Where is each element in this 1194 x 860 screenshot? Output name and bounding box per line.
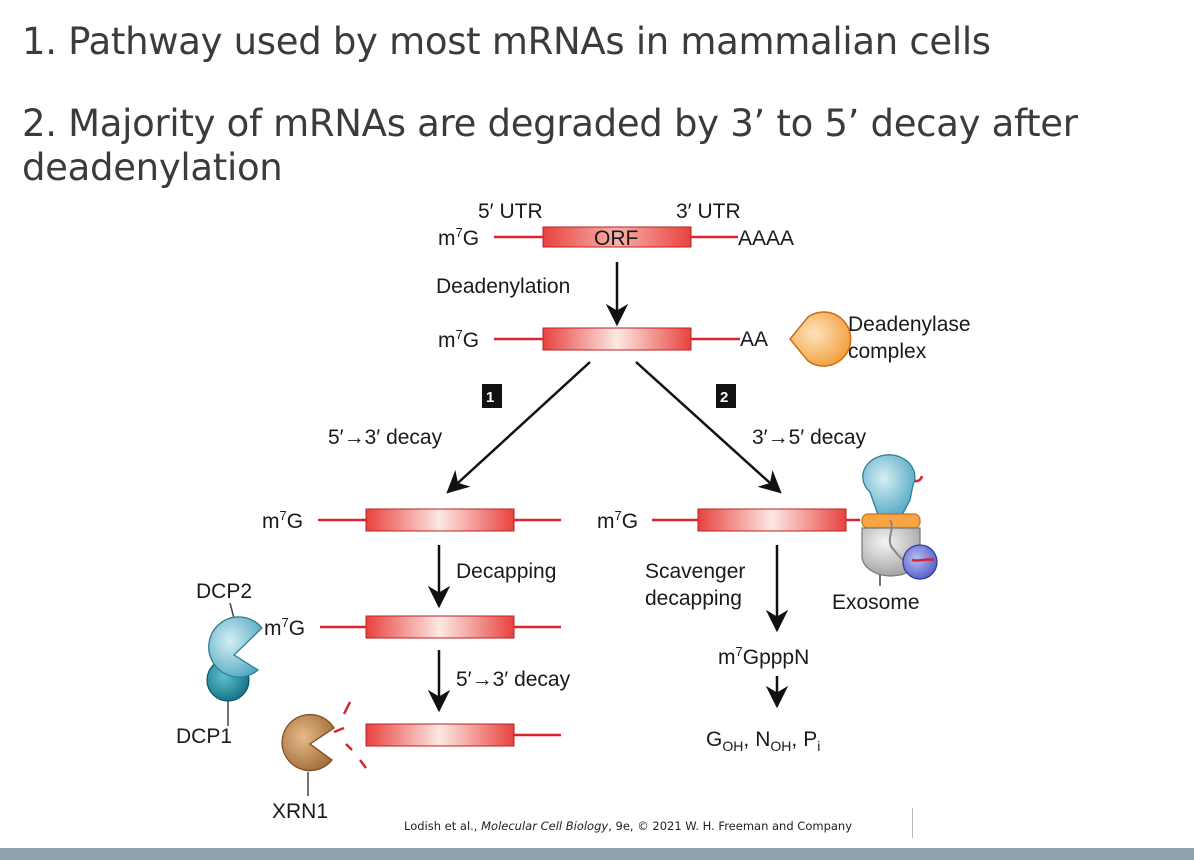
orf-label: ORF bbox=[594, 227, 638, 250]
full-mrna: 5′ UTR 3′ UTR m7G ORF AAAA bbox=[438, 200, 794, 250]
left-mrna-decapping: m7G bbox=[264, 615, 561, 640]
step-2-number: 2 bbox=[720, 389, 728, 406]
footer-bar bbox=[0, 848, 1194, 860]
dcp2-shape bbox=[208, 616, 263, 678]
cap-label: m7G bbox=[438, 225, 479, 250]
utr3-label: 3′ UTR bbox=[676, 200, 741, 223]
decay-53-label: 5′→3′ decay bbox=[328, 426, 443, 449]
scavenger-label-1: Scavenger bbox=[645, 560, 745, 583]
xrn1-label: XRN1 bbox=[272, 800, 328, 823]
slide-point-2: 2. Majority of mRNAs are degraded by 3’ … bbox=[22, 102, 1078, 189]
exosome-nuclease-shape bbox=[902, 544, 938, 580]
scavenger-label-2: decapping bbox=[645, 587, 742, 610]
deadenylase-label-2: complex bbox=[848, 340, 927, 363]
exosome-cap-shape bbox=[862, 454, 916, 516]
pathway1-arrow bbox=[446, 361, 591, 494]
orf-box bbox=[542, 327, 692, 351]
cap-label: m7G bbox=[597, 508, 638, 533]
exosome-complex: Exosome bbox=[832, 454, 938, 614]
pathway2-arrow bbox=[635, 361, 782, 494]
m7gpppn-label: m7GpppN bbox=[718, 644, 809, 669]
decay-35-label: 3′→5′ decay bbox=[752, 426, 867, 449]
xrn1-enzyme: XRN1 bbox=[272, 713, 335, 823]
cap-label: m7G bbox=[438, 327, 479, 352]
step-1-badge bbox=[482, 384, 502, 408]
right-mrna: m7G bbox=[597, 508, 860, 533]
dcp-complex: DCP2 DCP1 bbox=[176, 580, 263, 748]
xrn1-shape bbox=[281, 713, 335, 772]
decay-53-label-2: 5′→3′ decay bbox=[456, 668, 571, 691]
step-1-number: 1 bbox=[486, 389, 494, 406]
polya-tail: AAAA bbox=[738, 227, 794, 250]
cap-label: m7G bbox=[262, 508, 303, 533]
deadenylase-complex-shape bbox=[789, 311, 852, 367]
citation: Lodish et al., Molecular Cell Biology, 9… bbox=[404, 819, 853, 833]
left-mrna-decayed bbox=[333, 701, 561, 769]
short-polya-tail: AA bbox=[740, 328, 768, 351]
utr5-label: 5′ UTR bbox=[478, 200, 543, 223]
decapping-label: Decapping bbox=[456, 560, 556, 583]
dcp1-label: DCP1 bbox=[176, 725, 232, 748]
deadenylase-label-1: Deadenylase bbox=[848, 313, 971, 336]
final-products-label: GOH,NOH,Pi bbox=[706, 728, 820, 754]
dcp2-label: DCP2 bbox=[196, 580, 252, 603]
step-2-badge bbox=[716, 384, 736, 408]
slide-point-1: 1. Pathway used by most mRNAs in mammali… bbox=[22, 20, 991, 63]
deadenylated-mrna: m7G AA Deadenylase complex bbox=[438, 311, 971, 367]
cap-label: m7G bbox=[264, 615, 305, 640]
deadenylation-label: Deadenylation bbox=[436, 275, 570, 298]
exosome-label: Exosome bbox=[832, 591, 920, 614]
citation-divider bbox=[912, 808, 913, 838]
left-mrna-capped: m7G bbox=[262, 508, 561, 533]
